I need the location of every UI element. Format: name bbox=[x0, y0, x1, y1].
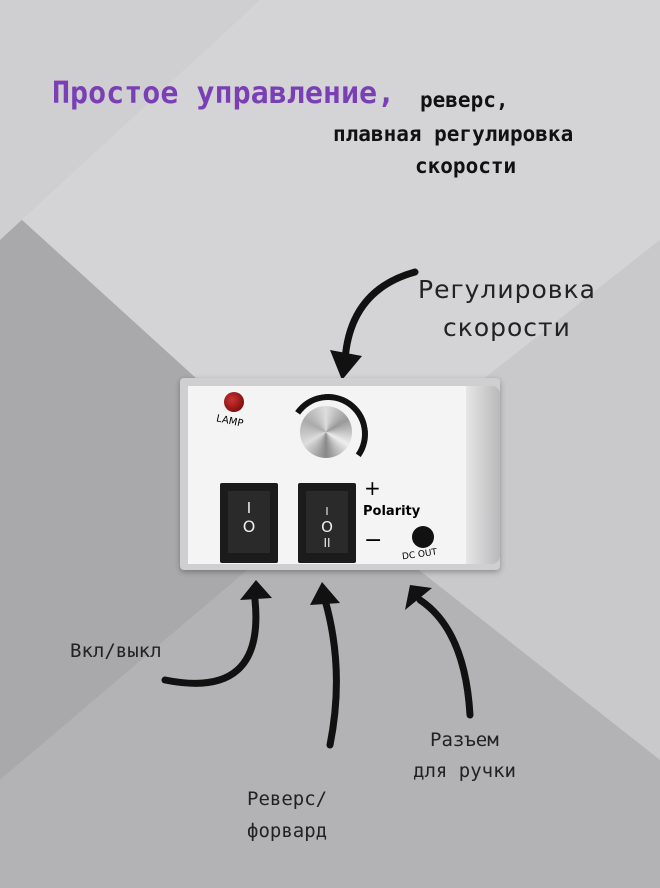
switch1-on: I bbox=[246, 499, 252, 517]
dc-out-label: DC OUT bbox=[401, 547, 438, 563]
heading-line3: скорости bbox=[415, 154, 517, 178]
callout-connector-1: Разъем bbox=[430, 729, 499, 751]
arrow-speed bbox=[341, 268, 419, 364]
arrowhead-reverse bbox=[310, 582, 340, 605]
callout-power: Вкл/выкл bbox=[70, 640, 162, 662]
arrowhead-speed bbox=[330, 350, 362, 380]
callout-connector-2: для ручки bbox=[413, 760, 516, 782]
speed-knob[interactable] bbox=[300, 406, 352, 458]
callout-speed-1: Регулировка bbox=[418, 275, 596, 304]
heading-line1-rest: реверс, bbox=[420, 88, 509, 112]
switch2-bottom: II bbox=[323, 536, 331, 550]
plus-sign: + bbox=[364, 476, 381, 500]
arrow-reverse bbox=[321, 596, 340, 749]
switch2-mid: O bbox=[321, 518, 333, 536]
polarity-label: Polarity bbox=[363, 504, 421, 519]
dc-out-socket[interactable] bbox=[412, 526, 434, 548]
heading-highlight: Простое управление, bbox=[52, 76, 396, 111]
callout-speed-2: скорости bbox=[443, 313, 571, 342]
callout-reverse-2: форвард bbox=[247, 820, 328, 842]
side-endcap bbox=[466, 386, 500, 564]
arrowhead-connector bbox=[405, 585, 432, 610]
switch2-top: I bbox=[325, 505, 329, 518]
arrow-power bbox=[161, 596, 260, 687]
heading-line2: плавная регулировка bbox=[333, 122, 574, 146]
switch1-off: O bbox=[242, 517, 256, 536]
arrow-connector bbox=[416, 596, 474, 719]
callout-reverse-1: Реверс/ bbox=[247, 788, 328, 810]
lamp-indicator bbox=[224, 392, 244, 412]
minus-sign: − bbox=[364, 528, 383, 553]
arrowhead-power bbox=[240, 580, 272, 600]
lamp-label: LAMP bbox=[215, 413, 245, 430]
